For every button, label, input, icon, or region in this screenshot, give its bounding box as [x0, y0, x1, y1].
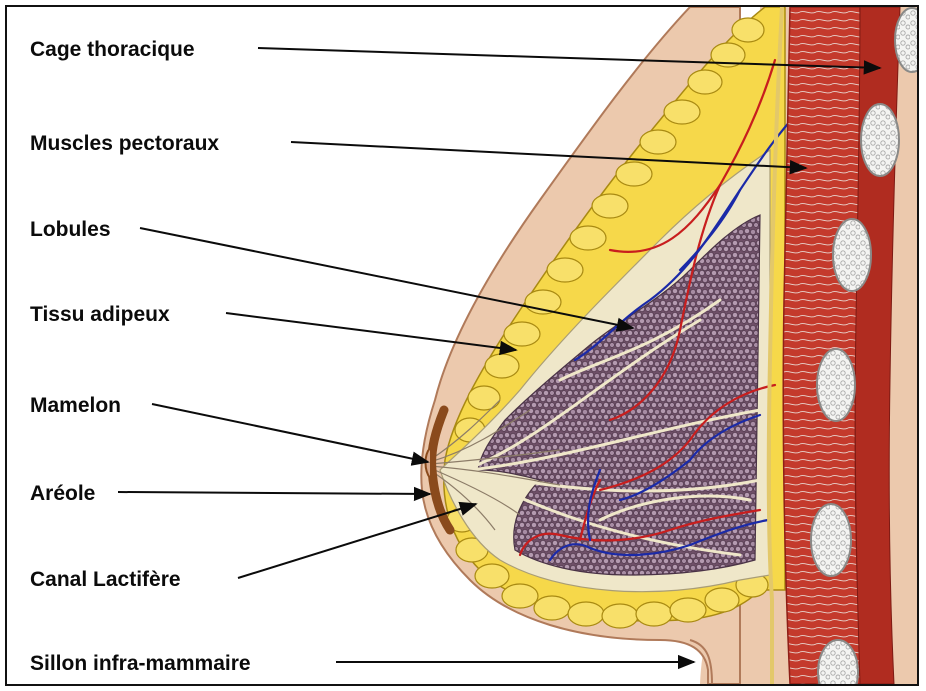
figure-frame: [5, 5, 919, 686]
